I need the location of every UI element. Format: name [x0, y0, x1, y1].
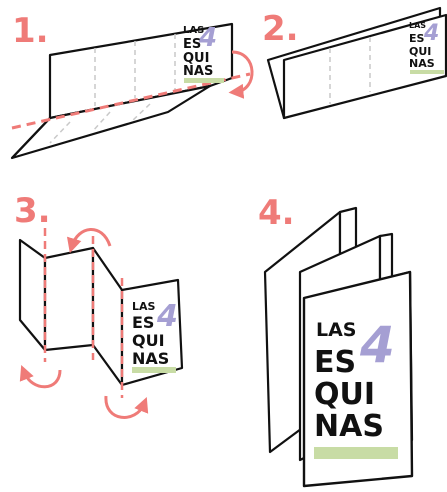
- svg-text:ES: ES: [314, 345, 356, 380]
- svg-text:NAS: NAS: [409, 57, 435, 70]
- svg-text:LAS: LAS: [183, 25, 204, 36]
- logo: LAS 4 ES QUI NAS: [132, 299, 178, 373]
- curved-arrow-icon: [66, 228, 112, 254]
- step-1-number: 1.: [12, 11, 49, 51]
- curved-arrow-icon: [104, 395, 149, 419]
- svg-text:QUI: QUI: [183, 51, 209, 66]
- step-1: 1. LAS 4 ES QUI NAS: [10, 11, 254, 160]
- svg-text:LAS: LAS: [409, 21, 426, 30]
- curved-arrow-icon: [228, 50, 254, 99]
- step-3: 3. LAS 4 ES QUI NAS: [14, 191, 184, 419]
- curved-arrow-icon: [19, 365, 62, 389]
- svg-text:4: 4: [359, 316, 395, 374]
- fold-lines: [43, 228, 124, 398]
- svg-text:ES: ES: [183, 37, 201, 52]
- step-4: 4. LAS 4 ES QUI NAS: [258, 193, 414, 488]
- svg-text:NAS: NAS: [314, 409, 384, 444]
- svg-text:ES: ES: [132, 313, 154, 332]
- svg-text:4: 4: [198, 23, 217, 53]
- svg-text:NAS: NAS: [183, 64, 213, 79]
- svg-text:QUI: QUI: [314, 377, 375, 412]
- svg-text:4: 4: [423, 21, 439, 46]
- logo: LAS 4 ES QUI NAS: [183, 23, 224, 83]
- logo: LAS 4 ES QUI NAS: [409, 21, 444, 74]
- svg-text:LAS: LAS: [132, 300, 156, 313]
- fold-guides: [49, 34, 176, 144]
- logo: LAS 4 ES QUI NAS: [314, 316, 398, 459]
- svg-text:QUI: QUI: [409, 45, 431, 58]
- svg-text:ES: ES: [409, 32, 425, 45]
- svg-text:4: 4: [156, 299, 178, 334]
- svg-text:NAS: NAS: [132, 349, 169, 368]
- svg-text:LAS: LAS: [316, 319, 357, 341]
- step-3-number: 3.: [14, 191, 51, 231]
- step-2: 2. LAS 4 ES QUI NAS: [262, 6, 447, 120]
- svg-text:QUI: QUI: [132, 331, 165, 350]
- step-2-number: 2.: [262, 9, 299, 49]
- step-4-number: 4.: [258, 193, 295, 233]
